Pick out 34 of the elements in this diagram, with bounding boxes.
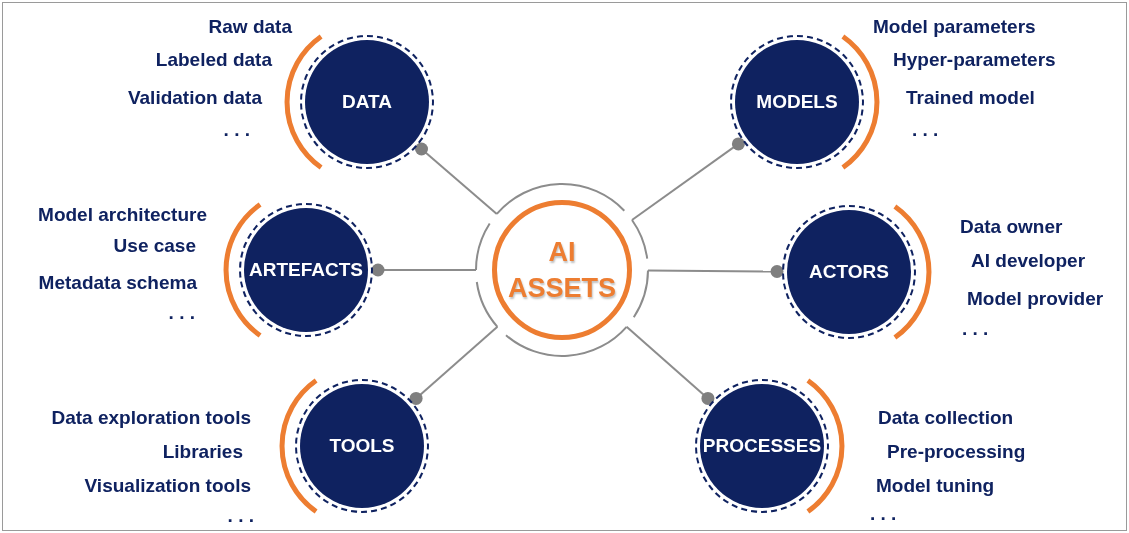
asset-item: Data exploration tools xyxy=(51,408,251,427)
asset-item: . . . xyxy=(168,303,195,322)
asset-item: Use case xyxy=(113,236,196,255)
asset-item: . . . xyxy=(870,504,897,523)
asset-item: Labeled data xyxy=(155,50,272,69)
connector-line xyxy=(371,263,477,277)
category-label: PROCESSES xyxy=(702,433,822,458)
asset-item: Metadata schema xyxy=(38,273,197,292)
asset-item: . . . xyxy=(912,120,939,139)
asset-item: Model provider xyxy=(967,289,1104,308)
asset-item: Data owner xyxy=(960,217,1063,236)
asset-item: Model tuning xyxy=(876,476,995,495)
category-label: DATA xyxy=(342,89,392,114)
asset-item: . . . xyxy=(227,506,254,525)
asset-item: Raw data xyxy=(208,17,292,36)
center-title: AI ASSETS xyxy=(507,235,617,305)
connector-line xyxy=(647,265,784,278)
asset-item: Validation data xyxy=(127,88,262,107)
asset-item: AI developer xyxy=(971,251,1086,270)
asset-item: Trained model xyxy=(906,88,1035,107)
asset-item: Model parameters xyxy=(873,17,1036,36)
asset-item: Libraries xyxy=(162,442,243,461)
asset-item: Data collection xyxy=(878,408,1014,427)
asset-item: Pre-processing xyxy=(887,442,1026,461)
asset-item: Visualization tools xyxy=(84,476,251,495)
asset-item: . . . xyxy=(223,120,250,139)
category-label: ACTORS xyxy=(809,259,889,284)
category-label: MODELS xyxy=(756,89,838,114)
category-label: TOOLS xyxy=(329,433,395,458)
category-label: ARTEFACTS xyxy=(249,257,363,282)
asset-item: Model architecture xyxy=(38,205,207,224)
connector-line xyxy=(631,137,745,221)
asset-item: Hyper-parameters xyxy=(893,50,1056,69)
asset-item: . . . xyxy=(962,319,989,338)
